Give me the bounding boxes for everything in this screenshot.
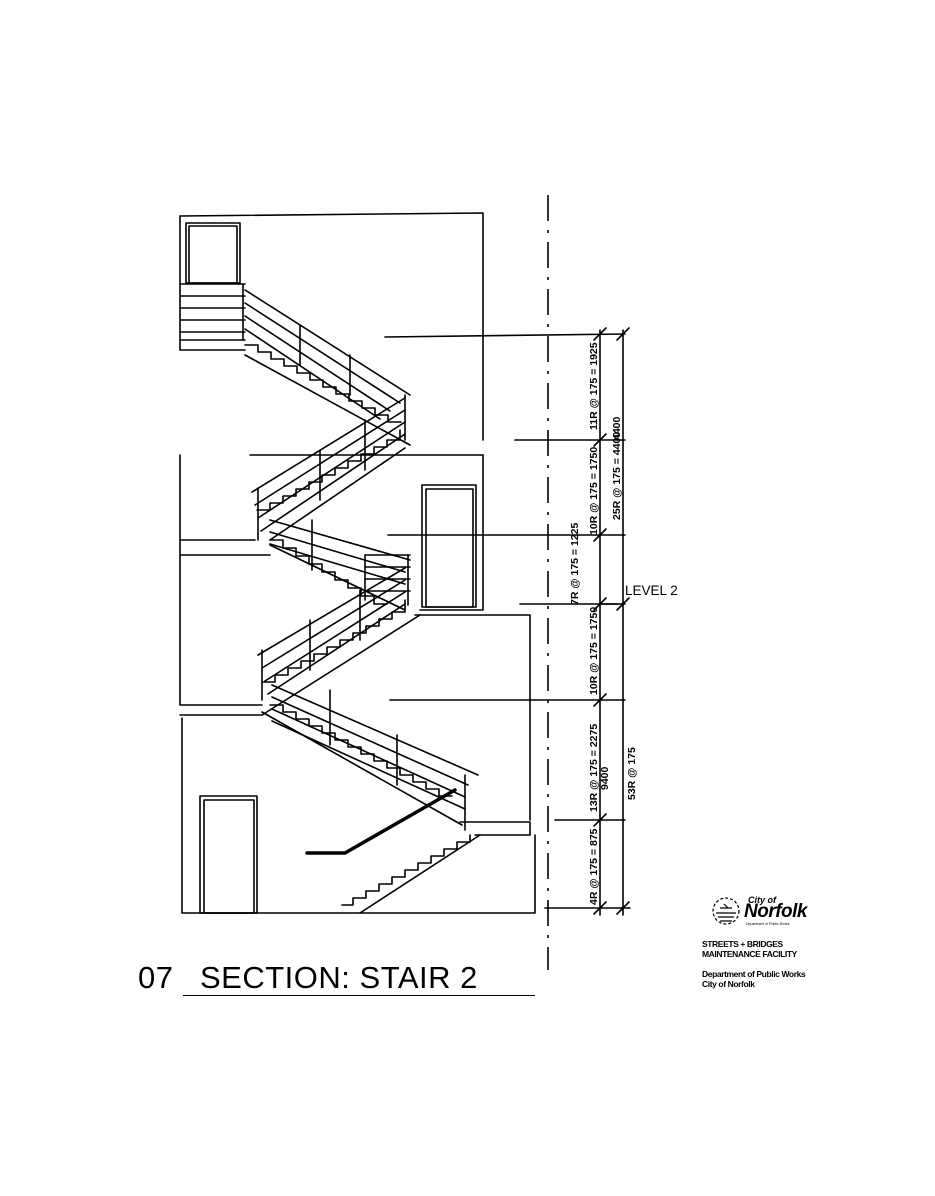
rail-upper-4	[244, 328, 381, 420]
rail-fifth-posts	[329, 689, 466, 831]
door-mid-inner	[425, 488, 474, 608]
rail-fourth-4	[267, 603, 406, 695]
dim-lower-run-total: 53R @ 175	[626, 747, 638, 800]
rail-fifth-1	[271, 684, 479, 776]
wall-mid-block	[179, 454, 484, 611]
dim-upper-total: 4400	[611, 416, 623, 440]
rail-upper-2	[244, 302, 401, 404]
dim-upper-mid-flight: 10R @ 175 = 1750	[588, 447, 600, 535]
door-upper-inner	[188, 225, 238, 284]
stair-second-steps	[256, 429, 401, 511]
stair-bottom-steps	[341, 834, 471, 906]
rail-fifth-4	[271, 720, 466, 810]
project-line-3: Department of Public Works	[702, 969, 806, 979]
rail-fifth-2	[271, 696, 469, 786]
level-line-1	[384, 333, 626, 338]
door-upper	[185, 222, 241, 284]
dim-bottom-flight: 4R @ 175 = 875	[588, 828, 600, 905]
rail-second-posts	[257, 394, 406, 541]
drawing-title: SECTION: STAIR 2	[200, 960, 478, 995]
level-2-label: LEVEL 2	[625, 583, 678, 598]
rail-third-landing	[364, 554, 411, 592]
rail-third-2	[269, 531, 406, 573]
handrail-bottom	[305, 788, 457, 855]
rail-fourth-1	[257, 567, 406, 656]
rail-upper-posts	[299, 324, 351, 396]
rail-fourth-2	[261, 579, 406, 669]
logo-city-of: City of	[748, 895, 776, 905]
rail-fourth-posts	[261, 589, 361, 701]
dim-lower-mid-flight: 10R @ 175 = 1750	[588, 607, 600, 695]
project-line-2: MAINTENANCE FACILITY	[702, 949, 797, 959]
wall-lower-left	[181, 717, 536, 914]
drawing-number: 07	[138, 960, 174, 995]
logo-tagline: Department of Public Works	[746, 922, 790, 926]
wall-upper-block	[179, 212, 484, 441]
stair-upper-steps	[244, 344, 402, 423]
stair-third-steps	[269, 539, 388, 605]
wall-lower-right	[414, 614, 531, 821]
dim-upper-flight: 11R @ 175 = 1925	[588, 342, 600, 430]
stair-fourth-soffit	[261, 614, 421, 716]
project-line-4: City of Norfolk	[702, 979, 755, 989]
dim-upper-run-total: 25R @ 175 = 4400	[611, 432, 623, 520]
project-line-1: STREETS + BRIDGES	[702, 939, 783, 949]
rail-fourth-3	[264, 591, 406, 682]
city-seal-icon	[712, 897, 740, 925]
dim-lower-flight: 13R @ 175 = 2275	[588, 724, 600, 812]
wall-left-mid	[179, 554, 263, 706]
rail-second-3	[257, 421, 406, 519]
stair-fifth-steps	[269, 704, 453, 797]
rail-upper-1	[244, 289, 411, 396]
logo-norfolk: Norfolk	[744, 901, 808, 922]
rail-second-1	[251, 397, 406, 493]
rail-fifth-3	[271, 708, 466, 798]
rail-second-2	[254, 409, 406, 506]
stair-second-soffit	[269, 447, 406, 541]
slab-upper	[179, 339, 246, 351]
title-underline	[183, 995, 535, 996]
door-lower	[199, 795, 258, 914]
stair-upper-soffit	[244, 354, 411, 446]
rail-upper-3	[244, 315, 391, 412]
rail-third-1	[269, 519, 411, 561]
door-lower-inner	[203, 799, 255, 914]
rail-upper-left	[179, 283, 246, 341]
dim-lower-total: 9400	[599, 766, 611, 790]
stair-third-soffit	[269, 544, 406, 611]
wall-bottom-slab	[459, 821, 531, 836]
dim-landing-flight: 7R @ 175 = 1225	[569, 523, 581, 605]
door-mid	[421, 484, 477, 608]
rail-second-4	[260, 433, 406, 532]
slab-mid-1	[179, 454, 484, 541]
stair-bottom-soffit	[359, 834, 481, 914]
rail-third-3	[269, 543, 406, 585]
